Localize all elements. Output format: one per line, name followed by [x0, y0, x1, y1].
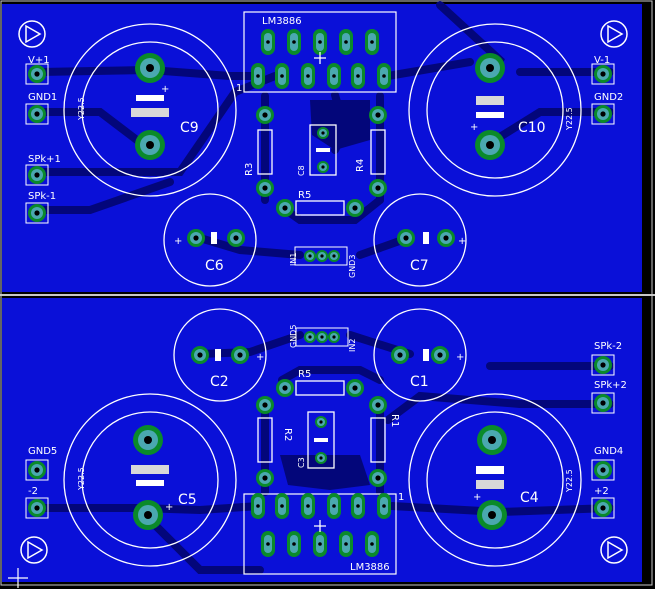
svg-text:V+1: V+1: [28, 55, 50, 66]
svg-text:+: +: [458, 236, 466, 247]
c5-rating: Y22.5: [77, 467, 86, 491]
capacitor-c4: C4 Y22.5 +: [408, 393, 582, 567]
gnd5-header-label: GND5: [289, 325, 298, 348]
c10-rating: Y22.5: [565, 107, 574, 131]
svg-text:+: +: [174, 236, 182, 247]
c7-label: C7: [410, 258, 429, 274]
in2-label: IN2: [348, 339, 357, 352]
r1-label: R1: [389, 414, 400, 427]
capacitor-c7: C7 +: [373, 193, 467, 287]
connector-spkminus2: SPk-2: [591, 341, 622, 376]
c9-rating: Y22.5: [77, 97, 86, 121]
connector-vplus1: V+1: [25, 55, 50, 85]
svg-text:+: +: [161, 84, 169, 95]
connector-plus2: +2: [591, 486, 615, 519]
capacitor-c9: C9 Y22.5 +: [63, 23, 237, 197]
c4-rating: Y22.5: [565, 469, 574, 493]
svg-text:V-1: V-1: [594, 55, 610, 66]
c5-label: C5: [178, 492, 197, 508]
connector-gnd4: GND4: [591, 446, 623, 481]
svg-text:+: +: [256, 352, 264, 363]
r2-label: R2: [282, 428, 293, 441]
ic-lm3886-top: LM3886 1: [236, 11, 397, 94]
ic-top-pin1: 1: [236, 83, 242, 94]
capacitor-c5: C5 Y22.5 +: [63, 393, 237, 567]
resistor-r1: R1: [369, 396, 400, 487]
c9-label: C9: [180, 120, 199, 136]
resistor-r2: R2: [256, 396, 293, 487]
c3-label: C3: [297, 457, 306, 468]
r3-label: R3: [244, 163, 255, 176]
resistor-r4: R4: [355, 106, 387, 197]
connector-vminus1: V-1: [591, 55, 615, 85]
capacitor-c1: C1 +: [373, 308, 467, 402]
gnd3-label: GND3: [348, 255, 357, 278]
r4-label: R4: [355, 159, 366, 172]
c10-label: C10: [518, 120, 546, 136]
svg-text:SPk+2: SPk+2: [594, 380, 627, 391]
svg-text:GND4: GND4: [594, 446, 623, 457]
connector-spkminus1: SPk-1: [25, 191, 56, 224]
svg-text:GND1: GND1: [28, 92, 57, 103]
connector-spkplus1: SPk+1: [25, 154, 61, 186]
svg-text:+: +: [470, 122, 478, 133]
svg-text:GND2: GND2: [594, 92, 623, 103]
ic-lm3886-bottom: LM3886 1: [243, 492, 404, 575]
svg-text:-2: -2: [28, 486, 38, 497]
connector-minus2: -2: [25, 486, 49, 519]
capacitor-c2: C2 +: [173, 308, 267, 402]
connector-gnd2: GND2: [591, 92, 623, 125]
capacitor-c6: C6 +: [163, 193, 257, 287]
connector-spkplus2: SPk+2: [591, 380, 627, 414]
svg-text:GND5: GND5: [28, 446, 57, 457]
svg-text:SPk-2: SPk-2: [594, 341, 622, 352]
input-header-bottom: GND5 IN2: [289, 325, 357, 352]
in1-label: IN1: [289, 253, 298, 266]
input-header-top: IN1 GND3: [289, 246, 357, 278]
capacitor-c3: C3: [297, 411, 335, 469]
capacitor-c10: C10 Y22.5 +: [408, 23, 582, 197]
origin-cross: [8, 568, 28, 588]
svg-text:SPk+1: SPk+1: [28, 154, 61, 165]
capacitor-c8: C8: [297, 124, 337, 176]
svg-text:+: +: [473, 492, 481, 503]
c4-label: C4: [520, 490, 539, 506]
c1-label: C1: [410, 374, 429, 390]
bottom-trace-pour: [280, 455, 370, 490]
r5-bottom-label: R5: [298, 369, 311, 380]
resistor-r5-bottom: R5: [276, 369, 364, 397]
ic-top-label: LM3886: [262, 16, 302, 27]
c6-label: C6: [205, 258, 224, 274]
resistor-r5-top: R5: [276, 190, 364, 217]
connector-gnd1: GND1: [25, 92, 57, 125]
c2-label: C2: [210, 374, 229, 390]
c8-label: C8: [297, 165, 306, 176]
r5-top-label: R5: [298, 190, 311, 201]
ic-bottom-label: LM3886: [350, 562, 390, 573]
svg-text:+: +: [456, 352, 464, 363]
svg-text:+2: +2: [594, 486, 609, 497]
svg-text:SPk-1: SPk-1: [28, 191, 56, 202]
connector-gnd5: GND5: [25, 446, 57, 481]
resistor-r3: R3: [244, 106, 274, 197]
ic-bottom-pin1: 1: [398, 492, 404, 503]
svg-text:+: +: [165, 502, 173, 513]
